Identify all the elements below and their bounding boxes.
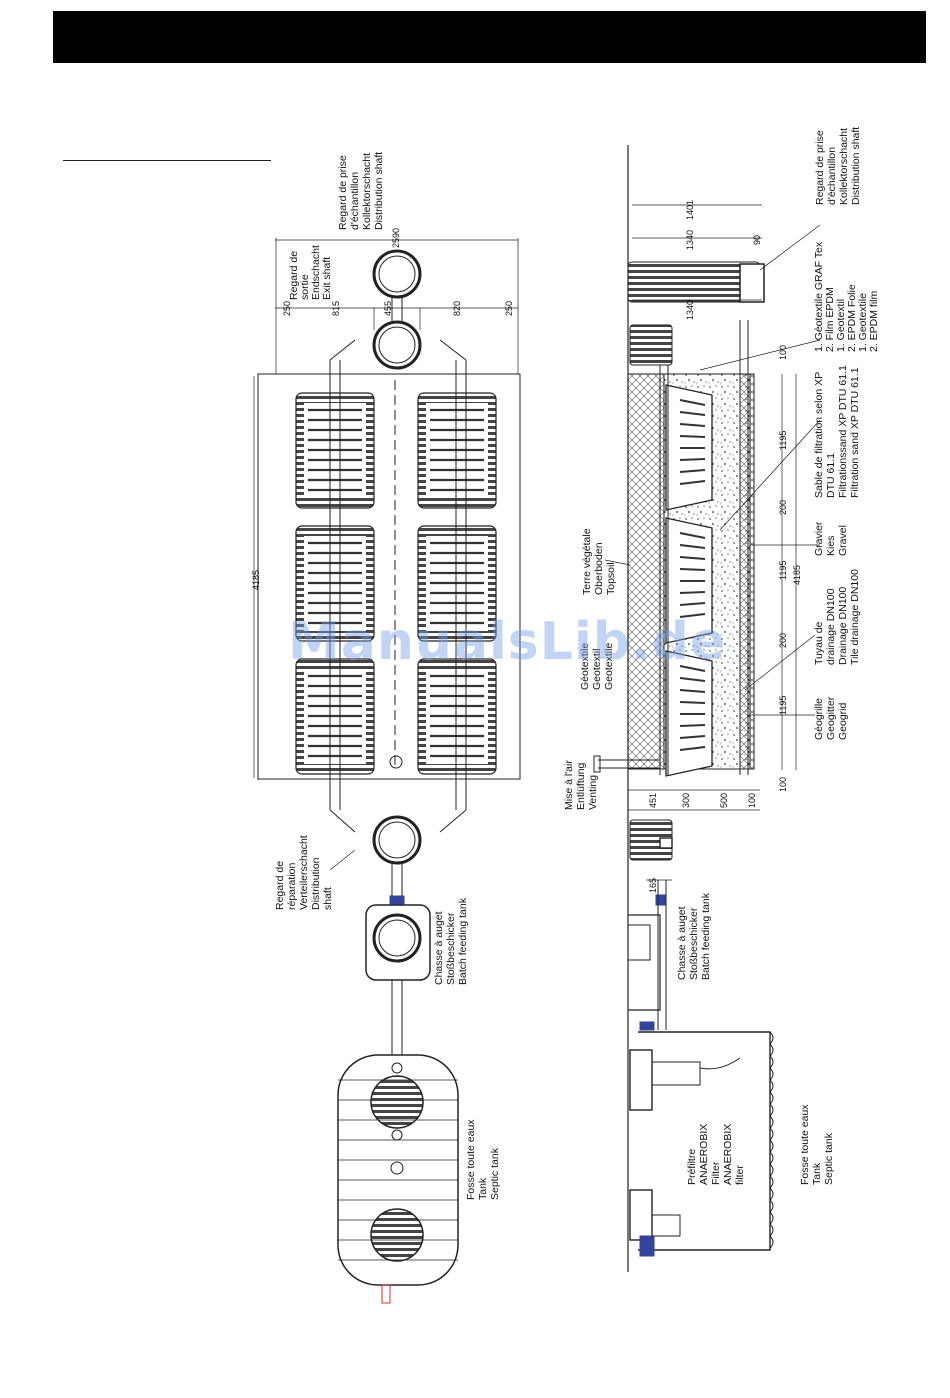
dim-250: 250 [504,301,514,316]
dim-90: 90 [752,235,762,245]
label-batch-feeding-tank: Chasse à auget Stoßbeschicker Batch feed… [433,897,469,985]
dim-100: 100 [747,793,757,808]
filter-module-group [295,392,497,775]
dim-1340: 1340 [685,300,695,320]
label-geogrid: Géogrille Geogitter Geogrid [813,694,849,740]
dim-250: 250 [282,301,292,316]
dim-1401: 1401 [685,200,695,220]
exit-shaft [372,249,422,299]
topsoil-layer [627,373,665,770]
tank-access-cover [370,1208,424,1262]
batch-feeding-tank-section [628,914,661,1011]
venting-pipe [598,759,660,769]
dim-1340: 1340 [685,230,695,250]
dim-1195: 1195 [778,561,788,580]
label-batch-feeding-tank: Chasse à auget Stoßbeschicker Batch feed… [676,892,712,980]
title-underline [63,160,271,161]
section-dimensions: 1340 1401 90 1340 100 1195 200 1195 4185… [648,200,802,893]
dim-815: 815 [331,301,341,316]
label-exit-shaft: Regard de sortie Endschacht Exit shaft [288,242,333,300]
label-collector-shaft: Regard de prise d'échantillon Kollektors… [814,125,862,205]
distribution-shaft [372,815,422,865]
dim-200: 200 [778,633,788,648]
pipe-connector [389,895,405,905]
label-gravel: Gravier Kies Gravel [813,519,849,556]
label-distribution-shaft: Regard de réparation Verteilerschacht Di… [274,832,334,910]
label-venting: Mise à l'air Entlüftung Venting [563,757,599,810]
watermark: ManualsLib.de [288,612,727,672]
drain-end-cap [389,755,403,769]
label-geotextile: Géotextile Geotextil Geotextile [579,640,615,690]
gravel-layer [739,373,755,770]
dim-4185: 4185 [251,570,261,590]
batch-feeding-tank [365,904,431,981]
plan-labels: Regard de sortie Endschacht Exit shaft R… [274,150,501,1200]
septic-tank-section [638,1031,771,1251]
label-filtration-sand: Sable de filtration selon XP DTU 61.1 Fi… [813,362,861,498]
dim-1195: 1195 [778,696,788,715]
label-prefilter: Préfiltre ANAEROBIX Filter ANAEROBIX fil… [686,1121,746,1185]
plan-dimensions: 4185 2590 250 815 455 820 250 [251,228,514,590]
label-drain-pipe: Tuyau de drainage DN100 Drainage DN100 T… [813,569,861,665]
dim-500: 500 [719,793,729,808]
dim-2590: 2590 [391,228,401,248]
dim-300: 300 [681,793,691,808]
header-bar [53,11,926,63]
plan-view [253,238,521,1304]
section-view [593,145,821,1272]
dim-4185: 4185 [792,565,802,585]
label-septic-tank: Fosse toute eaux Tank Septic tank [799,1102,835,1185]
exit-shaft-section [629,324,673,366]
dim-100: 100 [778,345,788,360]
dim-100: 100 [778,777,788,792]
collector-shaft [372,320,422,370]
label-topsoil: Terre végétale Oberboden Topsoil [581,526,617,595]
tank-access-cover [370,1075,424,1129]
dim-165: 165 [648,878,658,893]
label-geotextile-graf: 1. Géotextile GRAF Tex 2. Film EPDM 1. G… [813,239,880,352]
dim-451: 451 [648,793,658,808]
dim-200: 200 [778,500,788,515]
label-collector-shaft: Regard de prise d'échantillon Kollektors… [337,150,385,230]
dim-455: 455 [383,301,393,316]
label-septic-tank: Fosse toute eaux Tank Septic tank [465,1117,501,1200]
section-labels: Regard de prise d'échantillon Kollektors… [563,125,880,1185]
septic-tank [337,1054,459,1286]
dim-1195: 1195 [778,431,788,450]
tank-outlet [381,1284,391,1304]
dim-820: 820 [452,301,462,316]
